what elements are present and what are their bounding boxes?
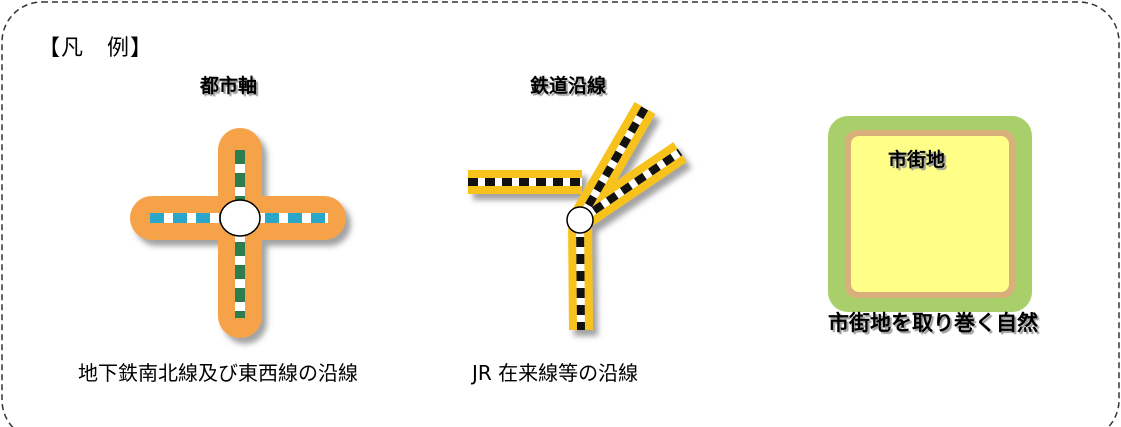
railway-lines [468, 105, 683, 331]
urban-area-fill [851, 136, 1009, 292]
railway-station [566, 206, 594, 234]
city-axis-heading: 都市軸 [200, 75, 258, 97]
urban-area-label: 市街地 [888, 149, 946, 171]
surrounding-nature-label: 市街地を取り巻く自然 [828, 311, 1038, 335]
city-axis-station [219, 199, 261, 237]
city-axis-caption: 地下鉄南北線及び東西線の沿線 [78, 361, 358, 385]
legend-title: 【凡 例】 [38, 36, 154, 61]
railway-caption: JR 在来線等の沿線 [472, 361, 639, 385]
railway-heading: 鉄道沿線 [530, 75, 607, 97]
